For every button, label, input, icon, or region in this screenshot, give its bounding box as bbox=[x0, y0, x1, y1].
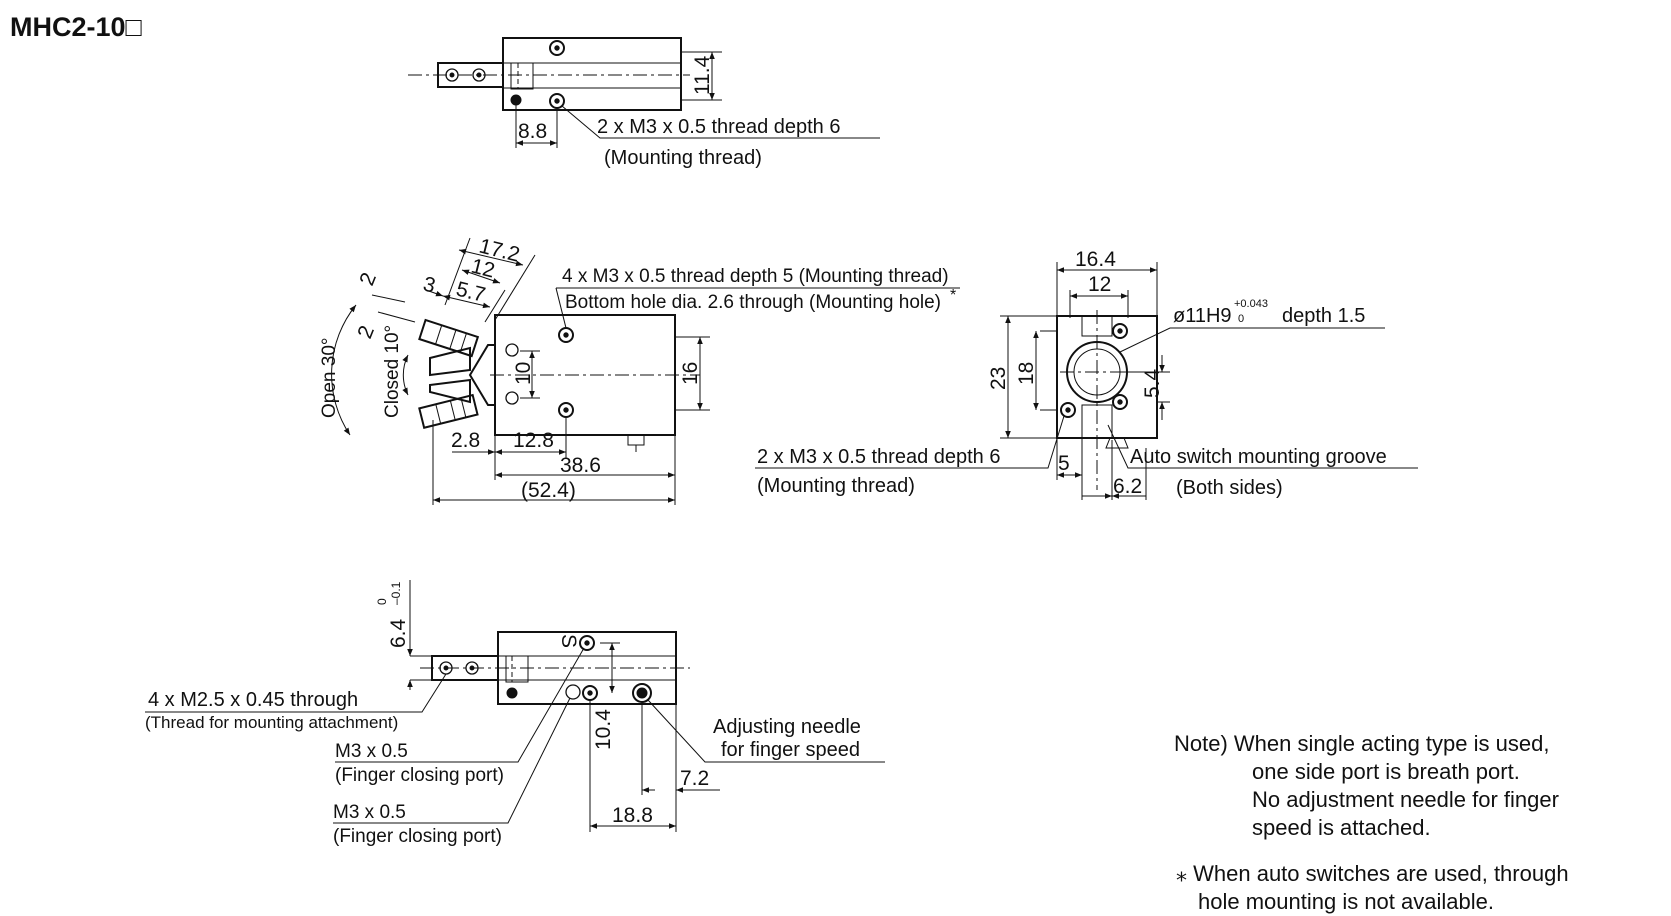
top-mounting-hole-upper bbox=[549, 40, 565, 56]
side-open-arc bbox=[331, 304, 357, 436]
side-closed-arc bbox=[402, 354, 409, 396]
note-line-1: When single acting type is used, bbox=[1233, 731, 1550, 756]
bottom-s-mark: S bbox=[557, 634, 580, 648]
end-bore-tol-upper: +0.043 bbox=[1234, 298, 1268, 310]
bottom-thread-label: 4 x M2.5 x 0.45 through bbox=[148, 689, 358, 711]
end-dim-5-4: 5.4 bbox=[1141, 368, 1164, 398]
bottom-dim-6-4-tol-lower: –0.1 bbox=[389, 581, 403, 605]
bottom-port1-label: M3 x 0.5 bbox=[335, 741, 408, 762]
bottom-dim-6-4-tol-upper: 0 bbox=[375, 598, 389, 605]
side-dim-2-8: 2.8 bbox=[451, 429, 480, 452]
end-dim-5: 5 bbox=[1058, 452, 1070, 475]
top-dim-width: 8.8 bbox=[518, 120, 547, 143]
bottom-view: S 6.4 0 –0.1 10.4 7.2 18.8 4 x M2.5 x 0.… bbox=[145, 580, 885, 847]
top-thread-label: 2 x M3 x 0.5 thread depth 6 bbox=[597, 116, 841, 138]
page-title: MHC2-10□ bbox=[10, 12, 142, 42]
note-line-4: speed is attached. bbox=[1252, 815, 1431, 840]
side-open-label: Open 30° bbox=[319, 338, 340, 419]
side-dim-2a: 2 bbox=[355, 269, 381, 288]
end-dim-6-2: 6.2 bbox=[1113, 475, 1142, 498]
note-line-3: No adjustment needle for finger bbox=[1252, 787, 1559, 812]
side-dim-38-6: 38.6 bbox=[560, 454, 601, 477]
end-dim-12: 12 bbox=[1088, 273, 1111, 296]
side-dim-3: 3 bbox=[421, 273, 438, 298]
bottom-needle-label-2: for finger speed bbox=[721, 739, 860, 761]
bottom-thread-sub: (Thread for mounting attachment) bbox=[145, 713, 398, 732]
star-line-1: When auto switches are used, through bbox=[1193, 861, 1569, 886]
note-prefix: Note) bbox=[1174, 731, 1228, 756]
side-dim-12-8: 12.8 bbox=[513, 429, 554, 452]
end-groove-label: Auto switch mounting groove bbox=[1130, 446, 1387, 468]
side-dim-10: 10 bbox=[512, 362, 535, 385]
end-mounting-hole bbox=[1060, 402, 1076, 418]
note-line-2: one side port is breath port. bbox=[1252, 759, 1520, 784]
end-bore-label: ø11H9 bbox=[1173, 305, 1232, 327]
side-dim-2b: 2 bbox=[353, 322, 379, 341]
end-thread-sub: (Mounting thread) bbox=[757, 475, 915, 497]
bottom-finger bbox=[431, 655, 499, 681]
end-dim-16-4: 16.4 bbox=[1075, 248, 1116, 271]
side-jaw-pivot bbox=[468, 344, 496, 406]
side-dim-12: 12 bbox=[469, 255, 497, 283]
bottom-dim-18-8: 18.8 bbox=[612, 804, 653, 827]
bottom-port-s bbox=[579, 635, 595, 651]
top-finger bbox=[437, 62, 504, 88]
side-closed-label: Closed 10° bbox=[382, 325, 403, 418]
side-hole-label: Bottom hole dia. 2.6 through (Mounting h… bbox=[565, 292, 941, 313]
top-view: 11.4 8.8 2 x M3 x 0.5 thread depth 6 (Mo… bbox=[408, 37, 880, 169]
end-bore-depth: depth 1.5 bbox=[1282, 305, 1365, 327]
side-mounting-hole-lower bbox=[558, 402, 574, 418]
star-line-2: hole mounting is not available. bbox=[1198, 889, 1494, 914]
star-mark: ⁎ bbox=[1176, 861, 1187, 886]
bottom-port2-label: M3 x 0.5 bbox=[333, 802, 406, 823]
end-thread-label: 2 x M3 x 0.5 thread depth 6 bbox=[757, 446, 1001, 468]
bottom-dim-7-2: 7.2 bbox=[680, 767, 709, 790]
end-bore-tol-lower: 0 bbox=[1238, 313, 1244, 325]
top-body-outline bbox=[502, 37, 682, 111]
bottom-port-o bbox=[565, 684, 581, 700]
end-dim-23: 23 bbox=[987, 367, 1010, 390]
star-note-block: ⁎ When auto switches are used, through h… bbox=[1176, 860, 1666, 916]
side-dim-16: 16 bbox=[679, 362, 702, 385]
bottom-needle-label-1: Adjusting needle bbox=[713, 716, 861, 738]
end-dim-18: 18 bbox=[1015, 362, 1038, 385]
side-thread-label: 4 x M3 x 0.5 thread depth 5 (Mounting th… bbox=[562, 266, 949, 287]
bottom-dim-10-4: 10.4 bbox=[592, 709, 615, 750]
bottom-dim-6-4: 6.4 bbox=[387, 618, 410, 648]
note-block: Note) When single acting type is used, o… bbox=[1174, 730, 1654, 842]
bottom-port1-sub: (Finger closing port) bbox=[335, 765, 504, 786]
side-dim-52-4: (52.4) bbox=[521, 479, 576, 502]
side-view: 17.2 12 5.7 3 2 2 Open 30° Closed 10° 10… bbox=[319, 235, 960, 505]
bottom-port2-sub: (Finger closing port) bbox=[333, 826, 502, 847]
end-view: 16.4 12 23 18 5.4 ø11H9 +0.043 0 depth 1… bbox=[755, 248, 1418, 500]
side-dim-5-7: 5.7 bbox=[454, 278, 488, 307]
side-hole-mark: * bbox=[950, 287, 956, 304]
top-dim-height: 11.4 bbox=[691, 55, 714, 95]
end-groove-sub: (Both sides) bbox=[1176, 477, 1283, 499]
top-thread-sub: (Mounting thread) bbox=[604, 147, 762, 169]
